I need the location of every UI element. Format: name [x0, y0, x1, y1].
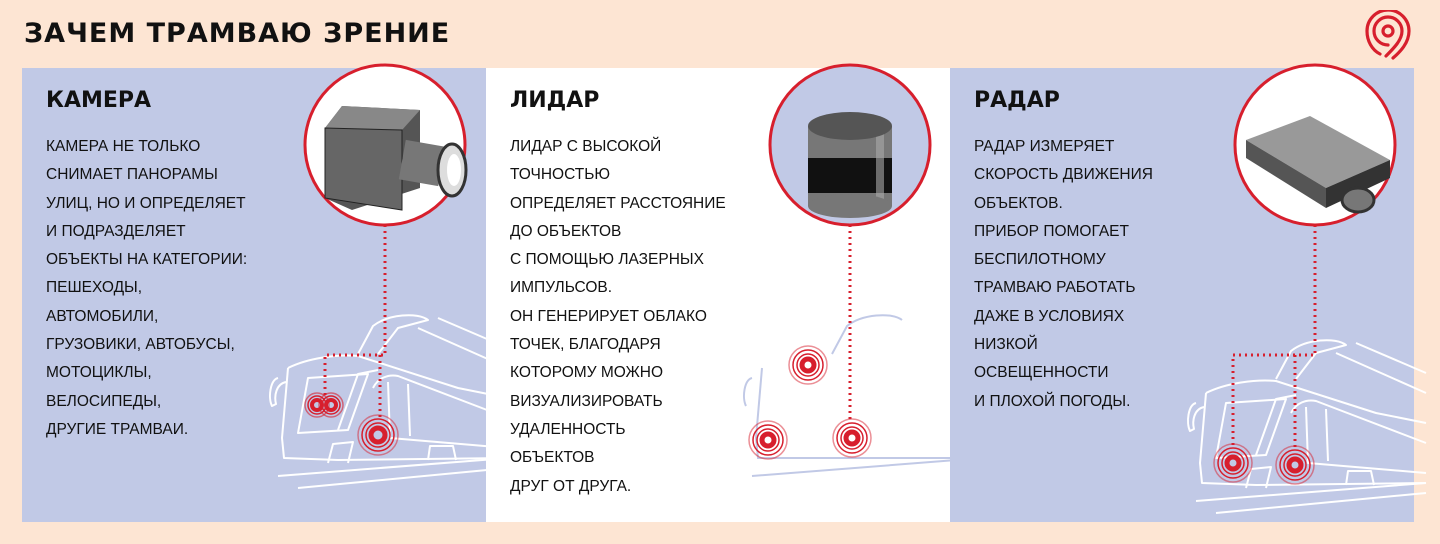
description-line: СКОРОСТЬ ДВИЖЕНИЯ	[974, 166, 1153, 184]
panel-description: КАМЕРА НЕ ТОЛЬКО СНИМАЕТ ПАНОРАМЫ УЛИЦ, НО…	[46, 133, 247, 444]
description-line: БЕСПИЛОТНОМУ	[974, 251, 1106, 269]
panel-description: РАДАР ИЗМЕРЯЕТ СКОРОСТЬ ДВИЖЕНИЯ ОБЪЕКТОВ.…	[974, 133, 1153, 416]
description-line: ЛИДАР С ВЫСОКОЙ	[510, 138, 662, 155]
camera-panel: КАМЕРА КАМЕРА НЕ ТОЛЬКО СНИМАЕТ ПАНОРАМЫ У…	[22, 63, 509, 522]
description-line: ПРИБОР ПОМОГАЕТ	[974, 222, 1129, 240]
description-line: КОТОРОМУ МОЖНО	[510, 364, 664, 382]
radar-icon	[1246, 116, 1390, 214]
panel-heading: ЛИДАР	[510, 88, 600, 113]
description-line: ТОЧНОСТЬЮ	[510, 166, 611, 184]
description-line: И ПЛОХОЙ ПОГОДЫ.	[974, 392, 1131, 410]
description-line: ГРУЗОВИКИ, АВТОБУСЫ,	[46, 336, 235, 354]
description-line: УЛИЦ, НО И ОПРЕДЕЛЯЕТ	[46, 194, 246, 212]
description-line: СНИМАЕТ ПАНОРАМЫ	[46, 166, 218, 184]
lidar-panel: ЛИДАР ЛИДАР С ВЫСОКОЙ ТОЧНОСТЬЮ ОПРЕДЕЛЯЕТ…	[486, 63, 983, 522]
description-line: АВТОМОБИЛИ,	[46, 307, 159, 325]
radar-diagram	[1187, 63, 1427, 514]
description-line: ОПРЕДЕЛЯЕТ РАССТОЯНИЕ	[510, 194, 726, 212]
description-line: С ПОМОЩЬЮ ЛАЗЕРНЫХ	[510, 251, 704, 269]
description-line: НИЗКОЙ	[974, 336, 1038, 354]
description-line: ОБЪЕКТОВ	[510, 449, 595, 467]
panel-heading: КАМЕРА	[46, 88, 152, 113]
camera-diagram	[269, 63, 509, 489]
description-line: ОБЪЕКТОВ.	[974, 194, 1063, 212]
description-line: ТРАМВАЮ РАБОТАТЬ	[974, 279, 1136, 297]
radar-panel: РАДАР РАДАР ИЗМЕРЯЕТ СКОРОСТЬ ДВИЖЕНИЯ ОБЪ…	[950, 63, 1427, 522]
description-line: КАМЕРА НЕ ТОЛЬКО	[46, 138, 201, 155]
camera-icon	[324, 106, 468, 211]
description-line: ВЕЛОСИПЕДЫ,	[46, 392, 162, 410]
description-line: ОН ГЕНЕРИРУЕТ ОБЛАКО	[510, 307, 707, 325]
description-line: ДРУГ ОТ ДРУГА.	[510, 477, 632, 495]
description-line: ВИЗУАЛИЗИРОВАТЬ	[510, 392, 663, 410]
description-line: ПЕШЕХОДЫ,	[46, 279, 143, 297]
panel-heading: РАДАР	[974, 88, 1060, 113]
description-line: И ПОДРАЗДЕЛЯЕТ	[46, 222, 186, 240]
description-line: ДРУГИЕ ТРАМВАИ.	[46, 420, 189, 438]
lidar-icon	[808, 112, 892, 218]
description-line: РАДАР ИЗМЕРЯЕТ	[974, 138, 1115, 155]
logo-icon	[1365, 10, 1411, 60]
tram-outline	[1187, 339, 1427, 514]
description-line: ОСВЕЩЕННОСТИ	[974, 364, 1109, 382]
description-line: ИМПУЛЬСОВ.	[510, 279, 613, 297]
tram-outline	[743, 314, 983, 489]
panel-description: ЛИДАР С ВЫСОКОЙ ТОЧНОСТЬЮ ОПРЕДЕЛЯЕТ РАССТ…	[510, 133, 726, 501]
description-line: УДАЛЕННОСТЬ	[510, 420, 626, 438]
page-title: ЗАЧЕМ ТРАМВАЮ ЗРЕНИЕ	[24, 18, 451, 49]
description-line: МОТОЦИКЛЫ,	[46, 364, 152, 382]
description-line: ОБЪЕКТЫ НА КАТЕГОРИИ:	[46, 251, 248, 269]
lidar-diagram	[743, 63, 983, 489]
description-line: ДО ОБЪЕКТОВ	[510, 222, 622, 240]
description-line: ДАЖЕ В УСЛОВИЯХ	[974, 307, 1125, 325]
description-line: ТОЧЕК, БЛАГОДАРЯ	[510, 336, 661, 354]
